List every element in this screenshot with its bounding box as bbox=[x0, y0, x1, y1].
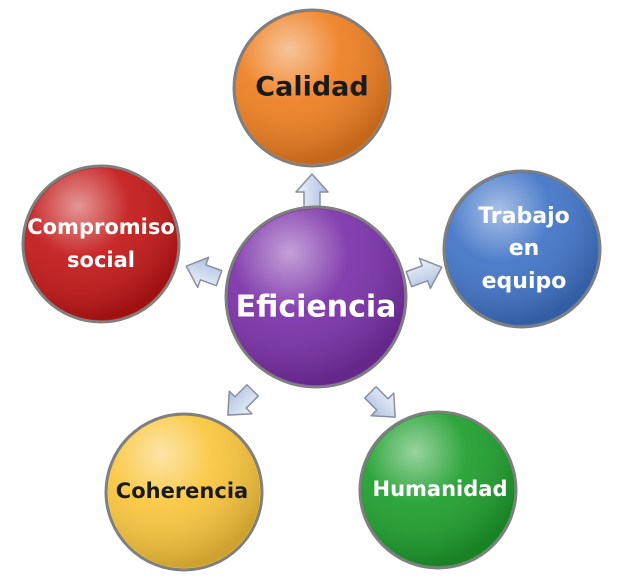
arrow-to-coherencia-icon bbox=[227, 383, 260, 416]
arrow-to-calidad-icon bbox=[295, 173, 329, 210]
node-label-line1: Compromiso bbox=[27, 215, 175, 239]
node-label: Humanidad bbox=[373, 477, 508, 501]
node-label-line1: Trabajo bbox=[478, 204, 570, 229]
connector-arrows bbox=[185, 173, 443, 418]
node-label-line2: en bbox=[509, 236, 540, 261]
node-calidad: Calidad bbox=[232, 8, 392, 168]
node-label-line3: equipo bbox=[482, 269, 567, 294]
node-coherencia: Coherencia bbox=[104, 412, 264, 572]
center-label: Eficiencia bbox=[236, 290, 397, 325]
node-humanidad: Humanidad bbox=[358, 410, 518, 570]
node-trabajo-en-equipo: Trabajo en equipo bbox=[442, 169, 602, 329]
arrow-to-humanidad-icon bbox=[363, 385, 396, 418]
node-compromiso-social: Compromiso social bbox=[21, 164, 181, 324]
arrow-to-trabajo-en-equipo-icon bbox=[405, 257, 443, 290]
center-node-eficiencia: Eficiencia bbox=[224, 205, 408, 389]
arrow-to-compromiso-social-icon bbox=[185, 256, 223, 289]
node-label: Calidad bbox=[255, 72, 368, 103]
node-label: Coherencia bbox=[116, 479, 248, 503]
node-label-line2: social bbox=[67, 248, 135, 272]
